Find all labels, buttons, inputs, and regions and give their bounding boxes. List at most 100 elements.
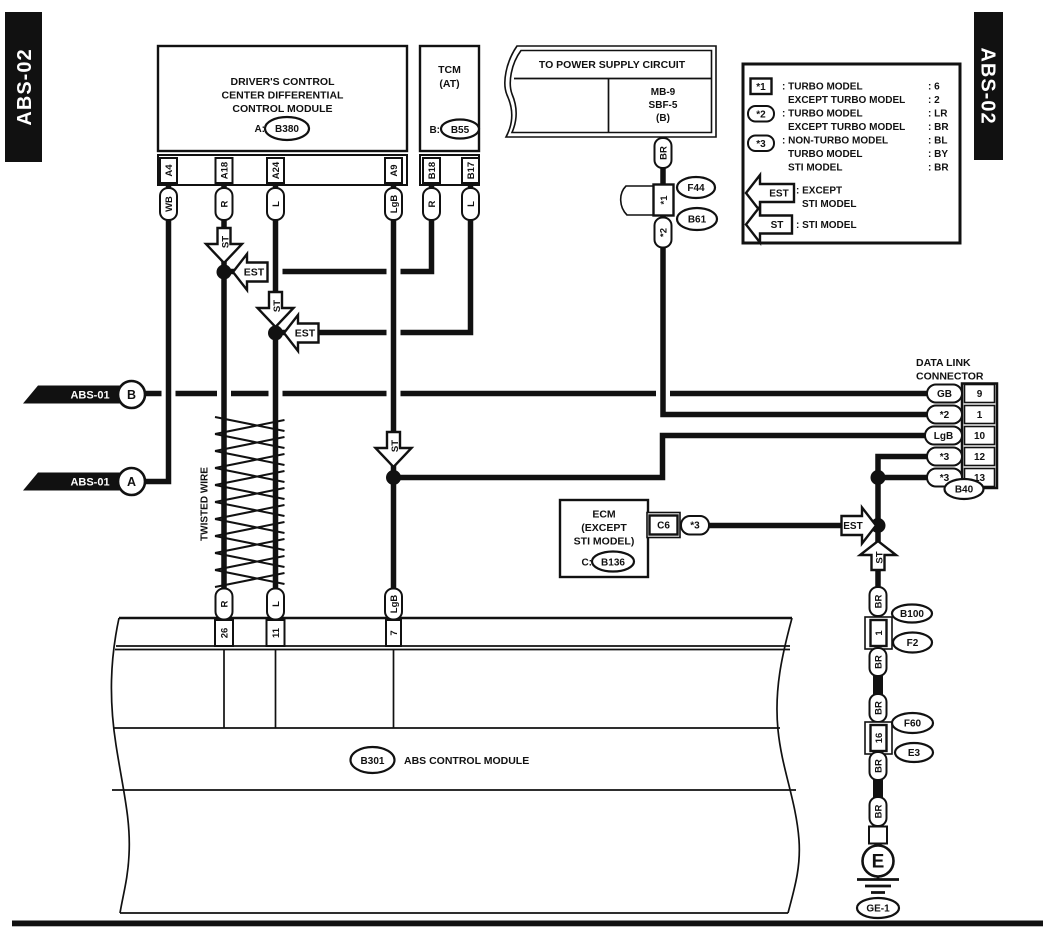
ground-connector-box [868,825,888,845]
junction-dot [268,325,283,341]
driver-control-module: DRIVER'S CONTROL CENTER DIFFERENTIAL CON… [156,44,409,221]
page-banners: ABS-02 ABS-02 [5,12,1043,927]
wire-color-capsule [214,187,234,221]
twisted-wire: TWISTED WIRE [200,416,285,588]
pin-label: B17 [466,162,477,179]
legend-star2-symbol [747,105,775,123]
wire-color-label: BR [873,655,884,669]
est-arrow-left-icon [231,250,269,294]
connector-ref: E3 [908,748,921,759]
wire-color-capsule [926,404,963,425]
power-box-inner [509,49,713,134]
legend-est-symbol: EST [769,189,788,200]
abs-module-title: ABS CONTROL MODULE [404,755,529,767]
wire-color-label: L [466,201,477,207]
abs01-b-flag: ABS-01 B [23,379,147,410]
legend-box [741,62,962,245]
wire-color-label: R [427,200,438,207]
st-arrow-down-icon [372,430,415,469]
wire-color-label: LgB [389,595,400,614]
driver-title-line1: DRIVER'S CONTROL [230,76,335,88]
legend-est-label1: : EXCEPT [796,186,842,197]
wire-l-b17 [275,183,474,336]
legend-row-value: : 2 [928,95,940,106]
dlc-pin-cell [963,383,996,404]
dlc-pin-number: 12 [974,452,986,463]
power-box-dividers [514,77,712,133]
pin-box [266,157,285,184]
tcm-title-line2: (AT) [439,78,459,90]
abs01-a-label: ABS-01 [70,477,109,489]
ecm-title-line3: STI MODEL) [574,536,635,548]
dlc-pin-cell [963,425,996,446]
dlc-pin-number: 13 [974,473,986,484]
legend-row-label: EXCEPT TURBO MODEL [788,95,905,106]
driver-ref-prefix: A: [254,124,265,135]
star1-connector-label: *1 [659,195,670,205]
module-cell-dividers [223,650,395,728]
dlc-pin-cell [963,404,996,425]
pin-label: A24 [271,161,282,179]
pin-label: A4 [164,164,175,177]
legend-star1-symbol [749,77,773,96]
model-split-arrows: ST EST ST EST ST EST ST [203,226,900,572]
star1-connector-box [652,183,675,217]
wire-color-label: *2 [940,410,950,421]
dlc-ref-oval [943,477,985,501]
legend-row-value: : BL [928,136,947,147]
st-arrow-label: ST [220,236,231,248]
twist-lines-b [214,419,285,588]
legend-star3-label: *3 [756,139,766,150]
junction-dots [216,264,886,533]
legend-st-arrow-icon [744,203,794,246]
tcm-title-line1: TCM [438,64,461,76]
legend-row-value: : LR [928,109,948,120]
legend-st-label: : STI MODEL [796,220,857,231]
junction-dot [216,264,232,280]
wire-color-label: GB [937,389,952,400]
legend: *1 : TURBO MODEL : 6 EXCEPT TURBO MODEL … [741,62,962,246]
power-cell-line1: MB-9 [651,87,676,98]
st-arrow-up-icon [856,539,900,572]
dlc-pin-number: 1 [977,410,983,421]
wire-color-label: BR [873,595,884,609]
ecm-pin-label: C6 [657,521,670,532]
wire-color-label: BR [873,805,884,819]
legend-st-symbol: ST [771,220,784,231]
tcm-ref: B55 [451,125,470,136]
connector-ref: F2 [907,638,919,649]
wire-color-capsule [926,383,963,404]
ecm-title-line2: (EXCEPT [581,522,627,534]
driver-title-line3: CONTROL MODULE [232,103,332,115]
legend-est-label2: STI MODEL [802,199,856,210]
pin-box [159,157,178,184]
wire-color-capsule [926,446,963,467]
dlc-ref: B40 [955,485,974,496]
connector-ref: B61 [688,215,707,226]
abs-module-ref: B301 [361,756,385,767]
wire-color-label: BR [873,759,884,773]
legend-row-label: : TURBO MODEL [782,109,863,120]
banner-left-label: ABS-02 [14,48,36,125]
driver-title-line2: CENTER DIFFERENTIAL [222,90,345,102]
ground-chain: BR 1 B100 F2 BR BR 16 F60 E3 BR BR E GE-… [855,586,935,920]
wire-lgb-to-dlc [393,432,925,481]
chain-connector-pin: 16 [874,733,885,744]
driver-ref-oval [263,115,311,142]
wire-color-label: LgB [934,431,953,442]
pin-box [385,619,402,647]
legend-row-label: STI MODEL [788,163,842,174]
junction-dot [870,470,886,485]
pin-box [214,157,234,184]
chain-connector-pin: 1 [874,630,885,636]
dlc-pin-cell [963,446,996,467]
bottom-rule [12,920,1043,927]
wires [145,136,927,845]
wire-color-label: *3 [940,452,950,463]
wire-color-label: *2 [658,228,669,237]
wire-color-label: L [271,601,282,607]
ground-symbol-icon [857,876,899,894]
banner-left-box [5,12,42,162]
wire-color-label: *3 [940,473,950,484]
